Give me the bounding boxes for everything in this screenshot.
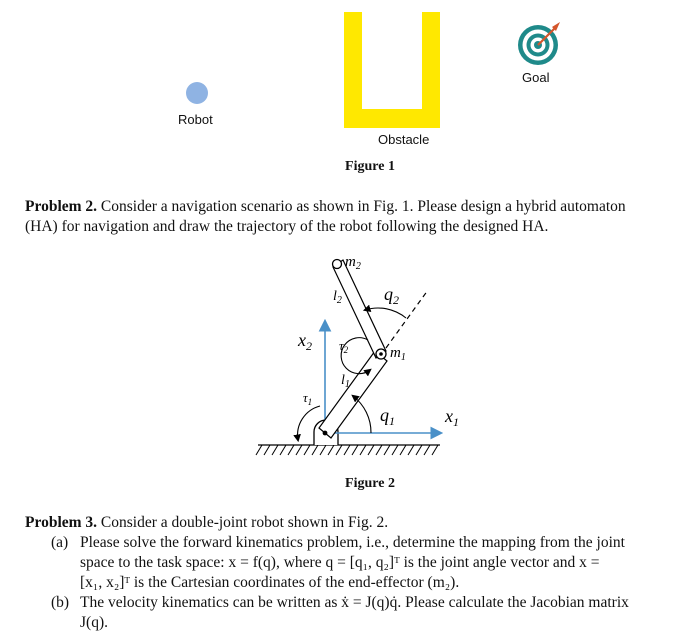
goal-icon	[518, 22, 560, 65]
figure-2: m2 l2 q2 x2 τ2 m1 l1 τ1 q1 x1	[255, 254, 459, 456]
part-b-line-2: J(q).	[80, 614, 108, 631]
part-a-line-2: space to the task space: x = f(q), where…	[80, 554, 600, 571]
link-1-extension	[385, 289, 429, 349]
label-l2: l2	[333, 289, 342, 306]
label-x2: x2	[297, 330, 312, 353]
obstacle-label: Obstacle	[378, 132, 430, 147]
part-a-line-1: Please solve the forward kinematics prob…	[80, 534, 625, 551]
label-m1: m1	[390, 345, 406, 363]
q1-arc	[351, 394, 372, 434]
link-1	[318, 350, 388, 439]
tau2-arc	[340, 337, 372, 377]
figure-1-caption: Figure 1	[345, 159, 395, 174]
problem-2-text: Problem 2. Consider a navigation scenari…	[25, 197, 695, 237]
label-tau2: τ2	[339, 338, 349, 355]
goal-label: Goal	[522, 70, 550, 85]
problem-2-label: Problem 2.	[25, 198, 98, 215]
problem-2-line-1: Consider a navigation scenario as shown …	[100, 198, 626, 215]
label-m2: m2	[345, 254, 361, 272]
label-tau1: τ1	[303, 390, 312, 407]
ground-hatch	[255, 444, 439, 456]
label-l1: l1	[341, 373, 350, 390]
figure-1	[186, 12, 560, 128]
part-b-line-1: The velocity kinematics can be written a…	[80, 594, 629, 611]
part-b-marker: (b)	[51, 594, 70, 611]
tau1-arc	[293, 405, 321, 443]
label-q1: q1	[380, 405, 395, 428]
obstacle-shape	[344, 12, 440, 128]
base-pivot	[322, 430, 328, 436]
label-q2: q2	[384, 284, 399, 307]
problem-2-line-2: (HA) for navigation and draw the traject…	[25, 218, 549, 235]
problem-3-text: Problem 3. Consider a double-joint robot…	[25, 513, 695, 633]
part-a-line-3: [x₁, x₂]ᵀ is the Cartesian coordinates o…	[80, 574, 460, 591]
q2-arc	[362, 304, 407, 319]
robot-label: Robot	[178, 112, 213, 127]
figure-2-caption: Figure 2	[345, 476, 395, 491]
problem-3-intro: Consider a double-joint robot shown in F…	[100, 514, 389, 531]
part-a-marker: (a)	[51, 534, 69, 551]
problem-3-label: Problem 3.	[25, 514, 98, 531]
end-effector-m2	[331, 258, 343, 270]
label-x1: x1	[444, 406, 459, 429]
robot-circle	[186, 82, 208, 104]
